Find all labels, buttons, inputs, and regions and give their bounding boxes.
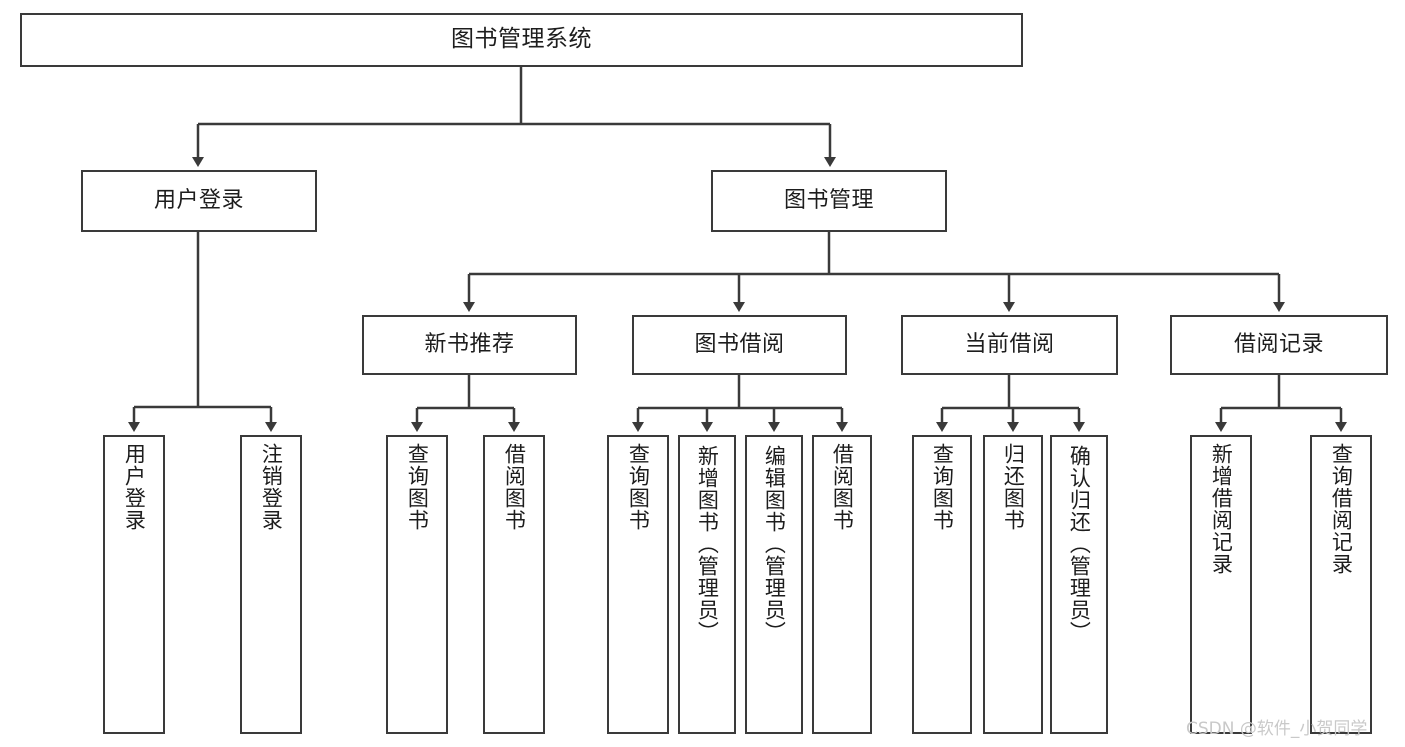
node-leaf-query-book-rec-label: 查询图书 (405, 443, 430, 531)
node-user-login[interactable]: 用户登录 (81, 170, 317, 232)
node-leaf-add-book[interactable]: 新增图书（管理员） (678, 435, 736, 734)
node-leaf-query-book-cb[interactable]: 查询图书 (912, 435, 972, 734)
node-root[interactable]: 图书管理系统 (20, 13, 1023, 67)
node-book-borrow-label: 图书借阅 (694, 332, 785, 358)
node-leaf-edit-book[interactable]: 编辑图书（管理员） (745, 435, 803, 734)
node-user-login-label: 用户登录 (153, 188, 244, 214)
node-current-borrow-label: 当前借阅 (964, 332, 1055, 358)
node-leaf-confirm-return[interactable]: 确认归还（管理员） (1050, 435, 1108, 734)
node-leaf-borrow-book-bb[interactable]: 借阅图书 (812, 435, 872, 734)
node-current-borrow[interactable]: 当前借阅 (901, 315, 1118, 375)
node-new-book-recommend[interactable]: 新书推荐 (362, 315, 577, 375)
node-leaf-borrow-book-rec-label: 借阅图书 (502, 443, 527, 531)
node-leaf-borrow-book-rec[interactable]: 借阅图书 (483, 435, 545, 734)
node-leaf-query-borrow-record[interactable]: 查询借阅记录 (1310, 435, 1372, 734)
node-leaf-query-book-bb[interactable]: 查询图书 (607, 435, 669, 734)
node-borrow-record-label: 借阅记录 (1233, 332, 1324, 358)
node-book-management[interactable]: 图书管理 (711, 170, 947, 232)
node-leaf-query-borrow-record-label: 查询借阅记录 (1329, 443, 1354, 575)
node-leaf-user-logout[interactable]: 注销登录 (240, 435, 302, 734)
node-leaf-user-login-label: 用户登录 (122, 443, 147, 531)
node-book-management-label: 图书管理 (783, 188, 874, 214)
node-book-borrow[interactable]: 图书借阅 (632, 315, 847, 375)
node-leaf-add-book-label: 新增图书（管理员） (695, 445, 720, 643)
node-leaf-query-book-bb-label: 查询图书 (626, 443, 651, 531)
node-leaf-user-login[interactable]: 用户登录 (103, 435, 165, 734)
node-new-book-recommend-label: 新书推荐 (424, 332, 515, 358)
node-leaf-edit-book-label: 编辑图书（管理员） (762, 445, 787, 643)
node-leaf-query-book-rec[interactable]: 查询图书 (386, 435, 448, 734)
node-leaf-borrow-book-bb-label: 借阅图书 (830, 443, 855, 531)
node-leaf-return-book[interactable]: 归还图书 (983, 435, 1043, 734)
node-root-label: 图书管理系统 (451, 26, 592, 53)
watermark: CSDN @软件_小贺同学 (1186, 719, 1368, 739)
node-borrow-record[interactable]: 借阅记录 (1170, 315, 1388, 375)
node-leaf-query-book-cb-label: 查询图书 (930, 443, 955, 531)
node-leaf-add-borrow-record-label: 新增借阅记录 (1209, 443, 1234, 575)
node-leaf-add-borrow-record[interactable]: 新增借阅记录 (1190, 435, 1252, 734)
node-leaf-user-logout-label: 注销登录 (259, 443, 284, 531)
node-leaf-return-book-label: 归还图书 (1001, 443, 1026, 531)
node-leaf-confirm-return-label: 确认归还（管理员） (1067, 445, 1092, 643)
